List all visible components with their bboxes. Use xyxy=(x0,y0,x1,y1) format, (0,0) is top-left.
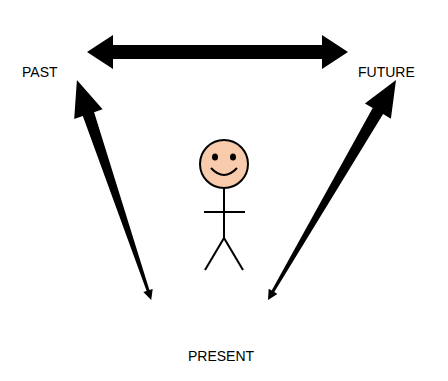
figure-leg xyxy=(205,238,224,270)
time-node: PRESENT xyxy=(140,300,300,370)
figure-leg xyxy=(224,238,243,270)
tapered-arrow xyxy=(268,80,396,300)
figure-smile xyxy=(211,168,237,175)
figure-eye xyxy=(230,154,236,161)
time-node: FUTURE xyxy=(348,45,428,80)
node-label: FUTURE xyxy=(358,64,415,80)
node-label: PAST xyxy=(22,64,58,80)
tapered-arrow xyxy=(87,35,348,69)
time-node: PAST xyxy=(15,45,87,80)
figure-arms xyxy=(204,211,245,213)
node-label: PRESENT xyxy=(188,348,254,364)
figure-eye xyxy=(212,154,218,161)
figure-head xyxy=(200,140,248,188)
tapered-arrow xyxy=(74,80,153,300)
